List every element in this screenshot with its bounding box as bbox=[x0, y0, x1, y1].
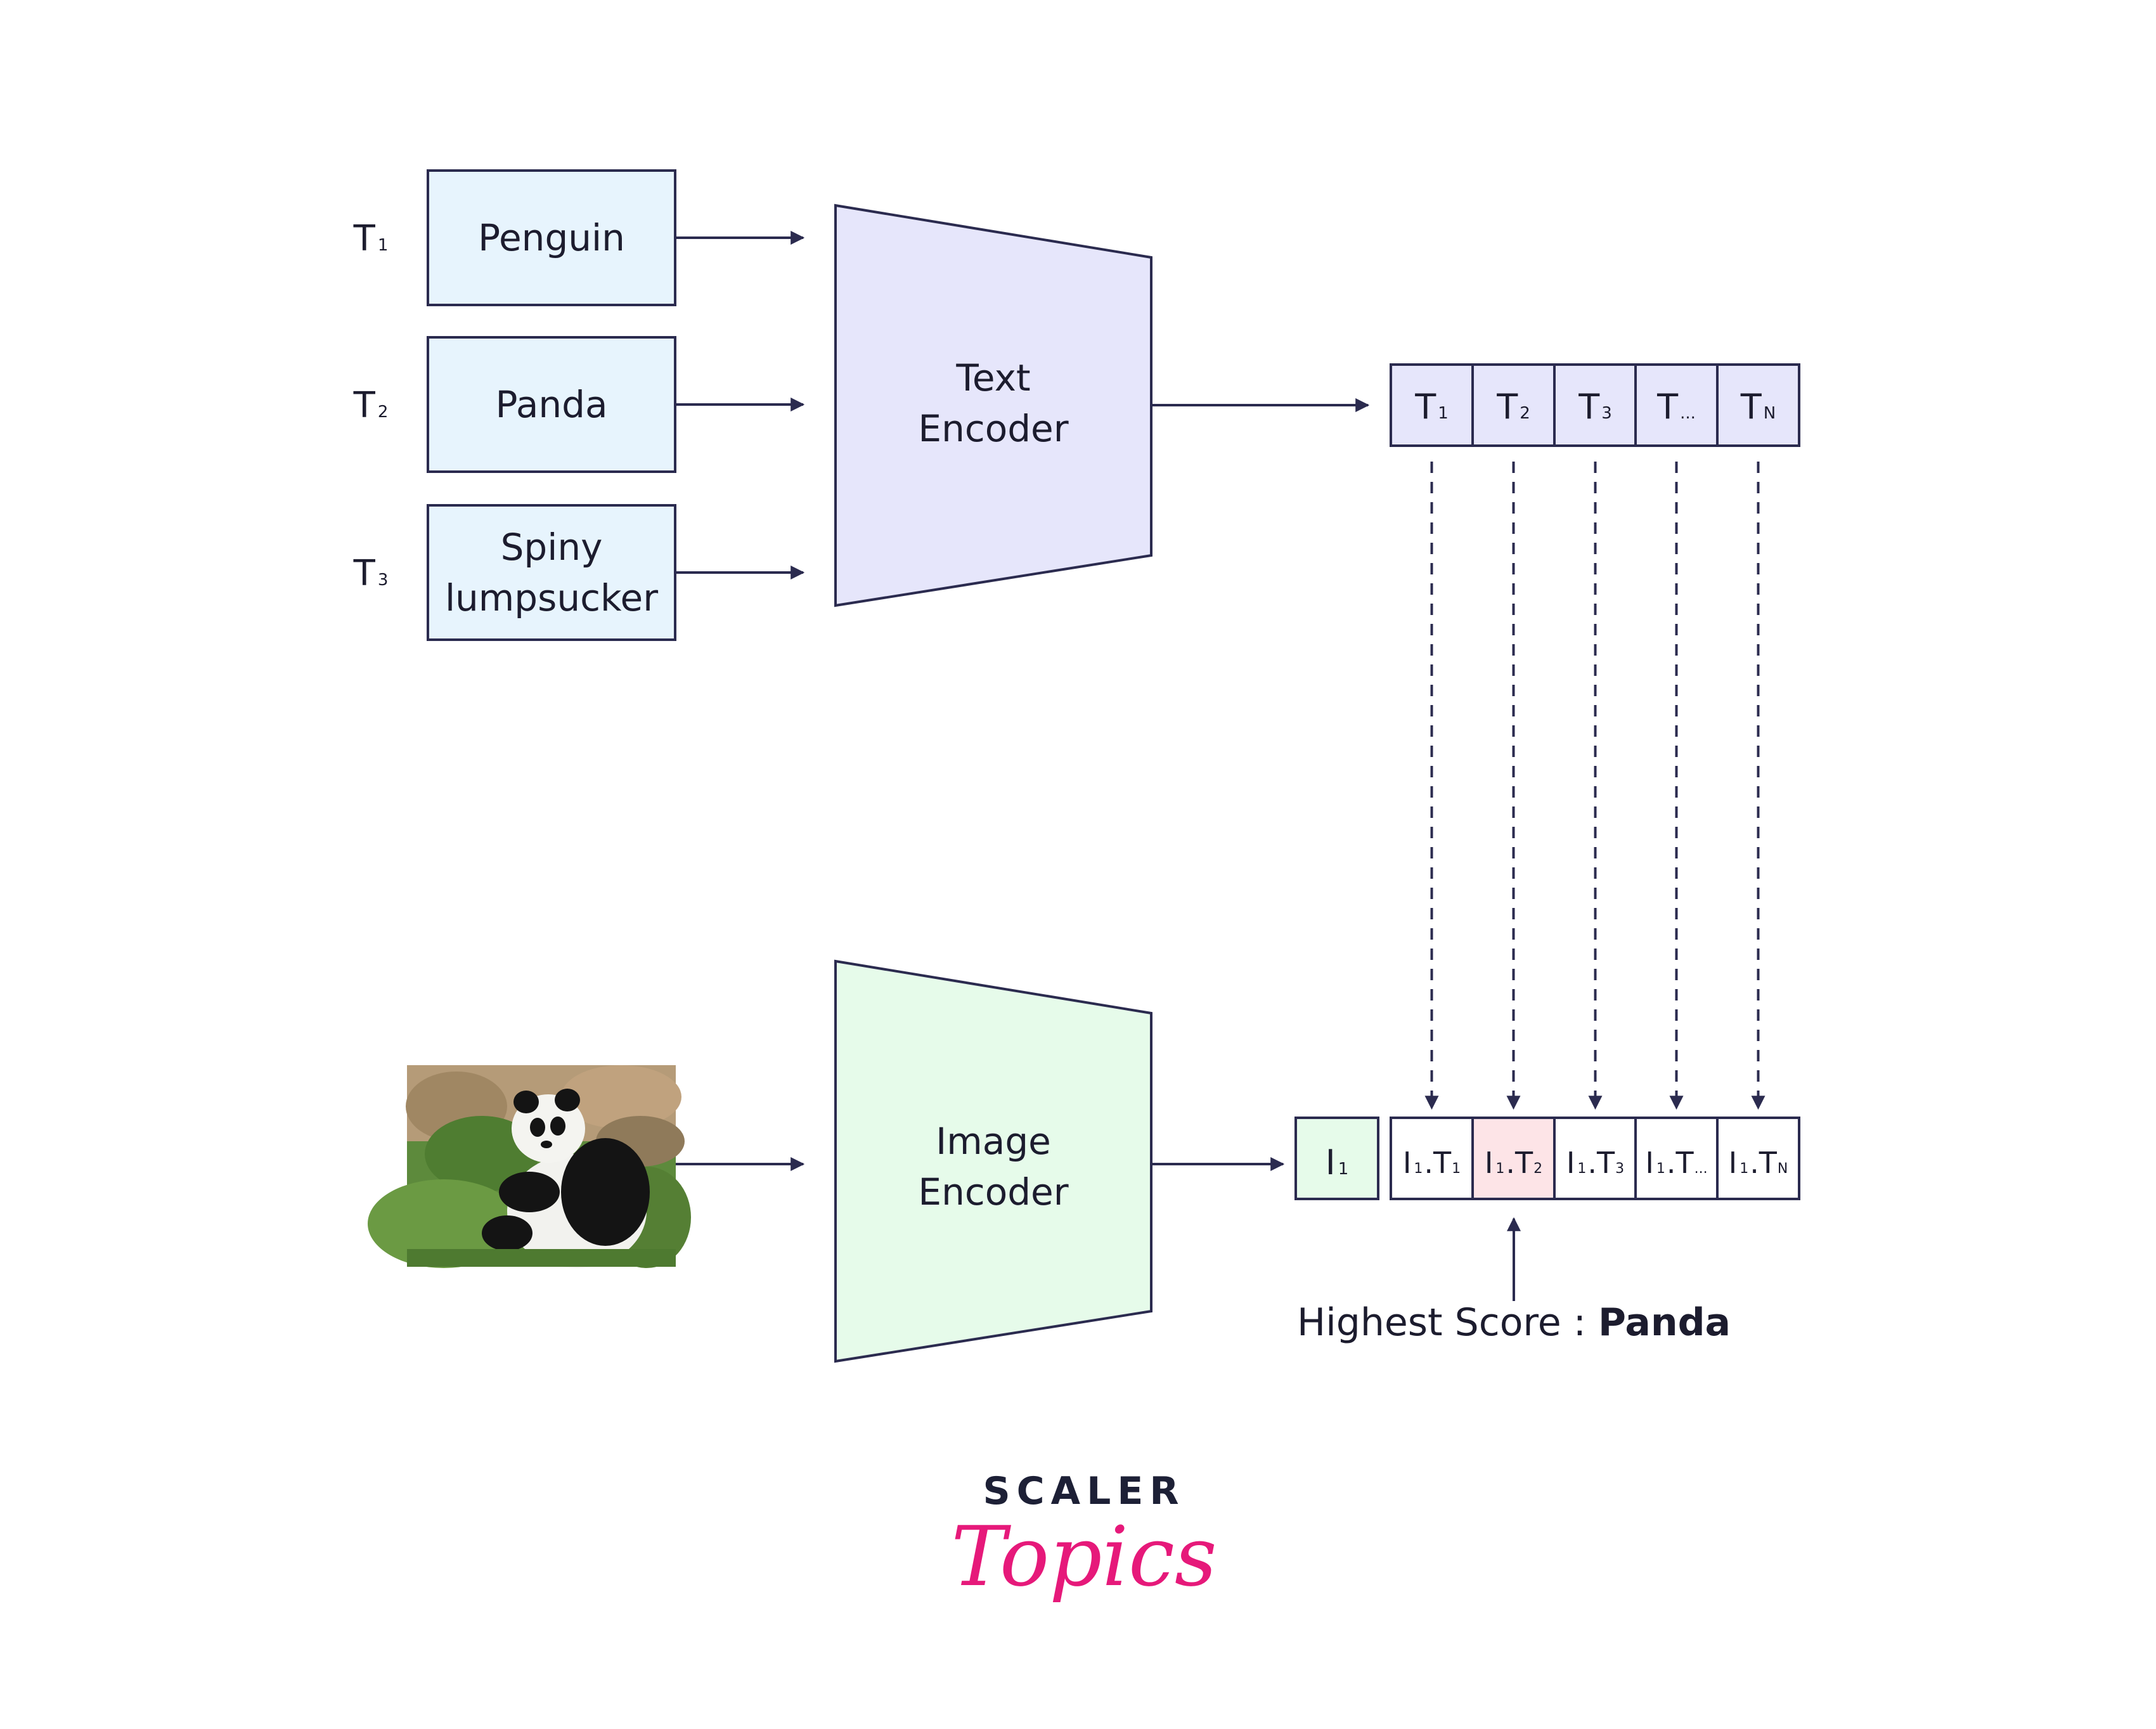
svg-text:I1.T3: I1.T3 bbox=[1566, 1146, 1624, 1180]
score-i-main: I bbox=[1566, 1146, 1575, 1180]
text-input-box bbox=[427, 504, 676, 641]
svg-text:T3: T3 bbox=[1578, 387, 1612, 427]
label-main: T bbox=[353, 553, 376, 594]
svg-text:T2: T2 bbox=[1496, 387, 1530, 427]
score-i-main: I bbox=[1403, 1146, 1412, 1180]
highest-score-prefix: Highest Score : bbox=[1297, 1300, 1598, 1345]
score-t-main: .T bbox=[1506, 1146, 1533, 1180]
text-input-text: Panda bbox=[495, 383, 607, 426]
svg-text:I1: I1 bbox=[1326, 1143, 1348, 1182]
svg-text:I1.TN: I1.TN bbox=[1729, 1146, 1788, 1180]
svg-text:I1.T1: I1.T1 bbox=[1403, 1146, 1461, 1180]
label-sub: 3 bbox=[378, 571, 389, 590]
text-embedding-sub: 2 bbox=[1520, 404, 1530, 423]
text-input-text: Spiny bbox=[501, 526, 603, 569]
image-encoder-label-line1: Image bbox=[936, 1120, 1051, 1163]
text-input-box bbox=[427, 169, 676, 306]
score-t-sub: N bbox=[1778, 1161, 1788, 1177]
text-input-text: Penguin bbox=[478, 216, 625, 259]
image-embedding-main: I bbox=[1326, 1143, 1336, 1182]
text-embedding-main: T bbox=[1740, 387, 1762, 427]
highest-score-value: Panda bbox=[1598, 1300, 1731, 1345]
text-encoder-label-line1: Text bbox=[955, 356, 1030, 399]
text-input-text: lumpsucker bbox=[445, 576, 658, 619]
text-encoder-block bbox=[834, 204, 1152, 607]
score-t-sub: 2 bbox=[1533, 1161, 1542, 1177]
text-embedding-sub: 3 bbox=[1601, 404, 1612, 423]
text-embedding-main: T bbox=[1496, 387, 1518, 427]
highest-score-label: Highest Score : Panda bbox=[1297, 1300, 1731, 1345]
image-encoder-label-line2: Encoder bbox=[918, 1170, 1068, 1214]
svg-text:T...: T... bbox=[1656, 387, 1696, 427]
text-embedding-sub: N bbox=[1764, 404, 1776, 423]
score-t-sub: 1 bbox=[1452, 1161, 1461, 1177]
image-encoder-block bbox=[834, 959, 1152, 1363]
score-t-sub: ... bbox=[1694, 1161, 1708, 1177]
panda-photo bbox=[368, 1065, 691, 1268]
text-embedding-cell: T... bbox=[1634, 363, 1719, 447]
score-t-main: .T bbox=[1424, 1146, 1452, 1180]
brand-logo-script: Topics bbox=[951, 1508, 1217, 1605]
score-i-sub: 1 bbox=[1495, 1161, 1504, 1177]
score-t-main: .T bbox=[1667, 1146, 1694, 1180]
score-t-main: .T bbox=[1750, 1146, 1778, 1180]
score-i-sub: 1 bbox=[1740, 1161, 1748, 1177]
label-sub: 1 bbox=[378, 236, 389, 255]
score-i-main: I bbox=[1645, 1146, 1654, 1180]
score-i-main: I bbox=[1485, 1146, 1494, 1180]
text-embedding-main: T bbox=[1578, 387, 1600, 427]
label-sub: 2 bbox=[378, 403, 389, 422]
image-embedding-sub: 1 bbox=[1338, 1160, 1349, 1179]
text-embedding-sub: ... bbox=[1680, 404, 1696, 423]
score-i-sub: 1 bbox=[1577, 1161, 1586, 1177]
label-main: T bbox=[353, 218, 376, 259]
score-i-sub: 1 bbox=[1656, 1161, 1665, 1177]
score-i-main: I bbox=[1729, 1146, 1738, 1180]
text-embedding-main: T bbox=[1414, 387, 1436, 427]
svg-text:I1.T2: I1.T2 bbox=[1485, 1146, 1542, 1180]
svg-text:TN: TN bbox=[1740, 387, 1776, 427]
text-embedding-sub: 1 bbox=[1438, 404, 1449, 423]
svg-text:T1: T1 bbox=[1414, 387, 1449, 427]
brand-logo-title: SCALER bbox=[983, 1469, 1185, 1513]
text-input-box bbox=[427, 336, 676, 473]
svg-text:I1.T...: I1.T... bbox=[1645, 1146, 1707, 1180]
score-t-main: .T bbox=[1587, 1146, 1615, 1180]
score-t-sub: 3 bbox=[1615, 1161, 1624, 1177]
text-encoder-label-line2: Encoder bbox=[918, 407, 1068, 450]
text-embedding-main: T bbox=[1656, 387, 1679, 427]
score-i-sub: 1 bbox=[1414, 1161, 1423, 1177]
label-main: T bbox=[353, 385, 376, 426]
